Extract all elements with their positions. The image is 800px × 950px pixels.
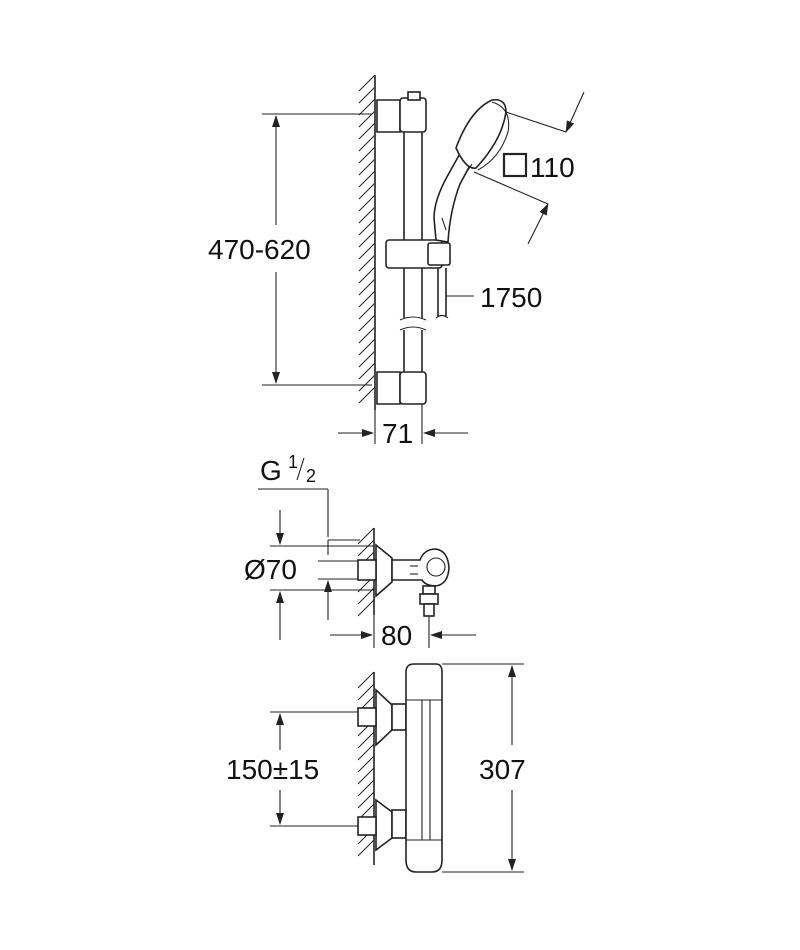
- rail-height-label: 470-620: [208, 234, 311, 265]
- escutcheon-bottom: [375, 798, 393, 852]
- outlet-diameter-label: Ø70: [244, 554, 297, 585]
- inlet-spacing-label: 150±15: [226, 754, 319, 785]
- rail-bracket-bottom: [376, 371, 401, 405]
- wall-hatch-top: [358, 74, 376, 410]
- escutcheon-top: [375, 688, 393, 747]
- square-head-icon: [502, 152, 528, 178]
- mixer-body-front: [405, 663, 443, 873]
- mixer-body-side: [391, 548, 450, 587]
- rail-holder-bottom: [399, 371, 427, 405]
- thread-denominator: 2: [306, 466, 316, 486]
- shower-rail-view: 110 1750 470-620 71: [208, 74, 585, 449]
- rail-top-cap: [407, 91, 421, 101]
- head-size-label: 110: [530, 152, 575, 183]
- hose-length-label: 1750: [480, 282, 542, 313]
- mixer-length-label: 307: [479, 754, 526, 785]
- mixer-front-view: 150±15 307: [226, 663, 526, 873]
- mixer-side-view: G 1 2 Ø70 80: [244, 452, 476, 651]
- escutcheon-side: [375, 543, 393, 598]
- mixer-depth-label: 80: [381, 620, 412, 651]
- rail-depth-label: 71: [382, 418, 413, 449]
- rail-bracket-top: [376, 99, 401, 133]
- thread-numerator: 1: [288, 452, 298, 472]
- rail-holder-top: [399, 97, 427, 133]
- thread-prefix-label: G: [260, 455, 282, 486]
- hand-shower: [433, 98, 510, 243]
